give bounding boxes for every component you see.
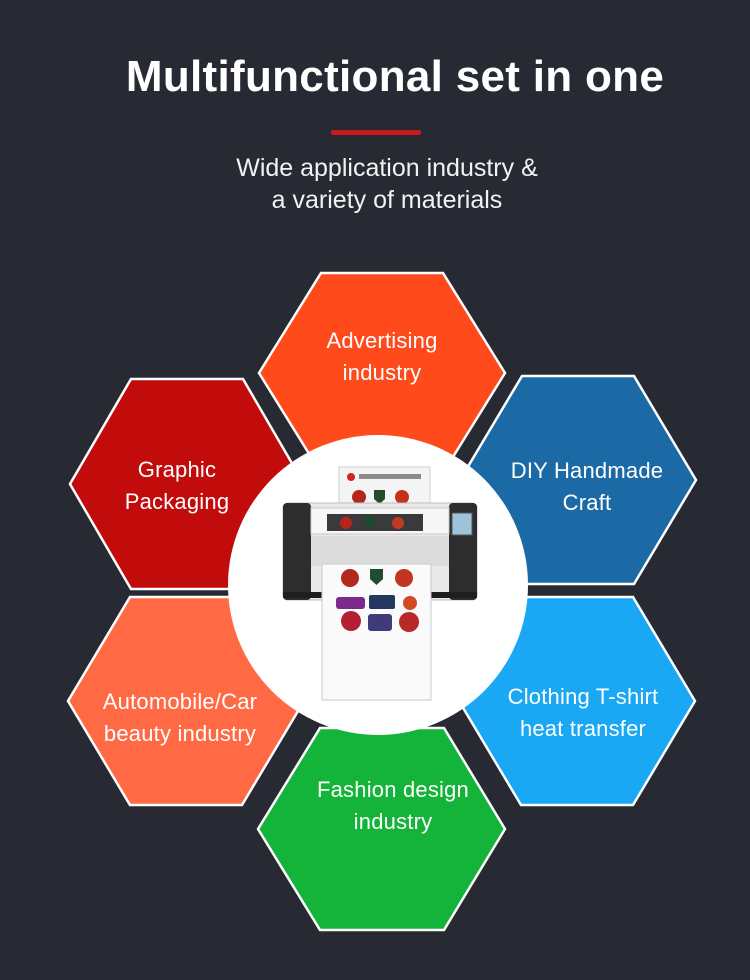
label-sticker-icon (369, 595, 395, 609)
shield-sticker-icon (370, 569, 383, 585)
plotter-left-side (283, 503, 311, 600)
sheet-logo-icon (347, 473, 355, 481)
fashion-label-line-2: industry (353, 809, 433, 834)
sticker-icon (395, 569, 413, 587)
sticker-icon (399, 612, 419, 632)
hex-label-advertising: Advertising industry (259, 325, 505, 389)
title-accent-bar (331, 130, 421, 135)
advertising-label-line-1: Advertising (326, 328, 438, 353)
hex-label-automobile: Automobile/Car beauty industry (68, 686, 292, 750)
plotter-output-sheet (321, 563, 432, 701)
plotter-front-plate (311, 536, 449, 566)
hex-label-diy-craft: DIY Handmade Craft (468, 455, 706, 519)
page-subtitle: Wide application industry & a variety of… (0, 152, 750, 216)
automobile-label-line-1: Automobile/Car (102, 689, 258, 714)
subtitle-line-1: Wide application industry & (236, 154, 538, 182)
sticker-icon (395, 490, 409, 504)
sticker-icon (341, 569, 359, 587)
shield-sticker-icon (374, 490, 385, 504)
automobile-label-line-2: beauty industry (103, 721, 257, 746)
page-title: Multifunctional set in one (125, 52, 665, 101)
sheet-header-strip (359, 474, 421, 479)
graphic-packaging-label-line-1: Graphic (137, 457, 217, 482)
label-sticker-icon (336, 597, 365, 609)
sticker-icon (340, 517, 352, 529)
product-cutting-plotter (282, 466, 478, 701)
subtitle-line-2: a variety of materials (271, 186, 503, 214)
fashion-label-line-1: Fashion design (316, 777, 469, 802)
hex-label-fashion: Fashion design industry (262, 774, 524, 838)
sticker-icon (392, 517, 404, 529)
diy-craft-label-line-2: Craft (562, 490, 612, 515)
shield-sticker-icon (365, 516, 375, 530)
sticker-icon (352, 490, 366, 504)
sale-sticker-icon (368, 614, 392, 631)
diy-craft-label-line-1: DIY Handmade (510, 458, 664, 483)
hex-fashion (256, 726, 507, 932)
hex-label-graphic-packaging: Graphic Packaging (70, 454, 284, 518)
clothing-label-line-2: heat transfer (519, 716, 647, 741)
clothing-label-line-1: Clothing T-shirt (507, 684, 659, 709)
plotter-control-panel (451, 512, 473, 536)
sticker-icon (403, 596, 417, 610)
sticker-icon (341, 611, 361, 631)
advertising-label-line-2: industry (342, 360, 422, 385)
graphic-packaging-label-line-2: Packaging (124, 489, 230, 514)
hex-label-clothing: Clothing T-shirt heat transfer (465, 681, 701, 745)
